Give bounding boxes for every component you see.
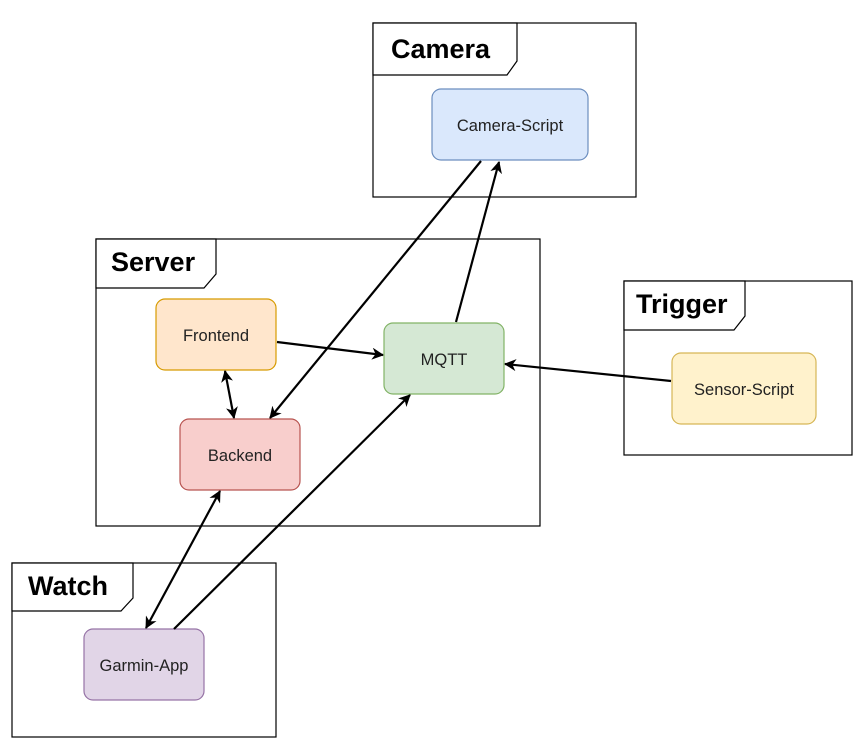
node-mqtt: MQTT	[383, 322, 505, 395]
frame-server-tab	[95, 238, 217, 289]
camera-script-box	[432, 89, 588, 160]
node-camera-script: Camera-Script	[431, 88, 589, 161]
frame-watch: Watch	[11, 562, 277, 738]
frame-camera-title: Camera	[391, 34, 491, 64]
garmin-app-outline	[83, 628, 205, 701]
camera-script-outline	[431, 88, 589, 161]
edge-garmin-app-to-mqtt	[173, 394, 411, 630]
edge-mqtt-to-camera-script	[454, 161, 502, 323]
node-sensor-script: Sensor-Script	[671, 352, 817, 425]
mqtt-outline	[383, 322, 505, 395]
backend-outline	[179, 418, 301, 491]
sensor-script-box	[672, 353, 816, 424]
frontend-outline	[155, 298, 277, 371]
sensor-script-label: Sensor-Script	[694, 381, 794, 399]
frame-watch-tab	[11, 562, 134, 612]
frame-trigger-title: Trigger	[636, 289, 728, 319]
mqtt-label: MQTT	[421, 351, 468, 369]
backend-label: Backend	[208, 447, 272, 465]
edge-frontend-to-mqtt	[276, 340, 384, 360]
frame-camera: Camera	[372, 22, 637, 198]
frame-watch-title: Watch	[28, 571, 108, 601]
node-garmin-app: Garmin-App	[83, 628, 205, 701]
node-frontend: Frontend	[155, 298, 277, 371]
backend-box	[180, 419, 300, 490]
frame-camera-tab	[372, 22, 518, 76]
camera-script-label: Camera-Script	[457, 117, 564, 135]
edge-sensor-script-to-mqtt	[504, 359, 672, 383]
frame-server-title: Server	[111, 247, 196, 277]
garmin-app-box	[84, 629, 204, 700]
mqtt-box	[384, 323, 504, 394]
edge-camera-script-to-backend	[269, 160, 482, 419]
edge-backend-garmin-app-bidirectional	[145, 490, 221, 629]
frontend-box	[156, 299, 276, 370]
frontend-label: Frontend	[183, 327, 249, 345]
garmin-app-label: Garmin-App	[100, 657, 189, 675]
node-backend: Backend	[179, 418, 301, 491]
sensor-script-outline	[671, 352, 817, 425]
frame-trigger-tab	[623, 280, 746, 331]
edges	[145, 160, 672, 630]
edge-frontend-backend-bidirectional	[221, 370, 238, 419]
